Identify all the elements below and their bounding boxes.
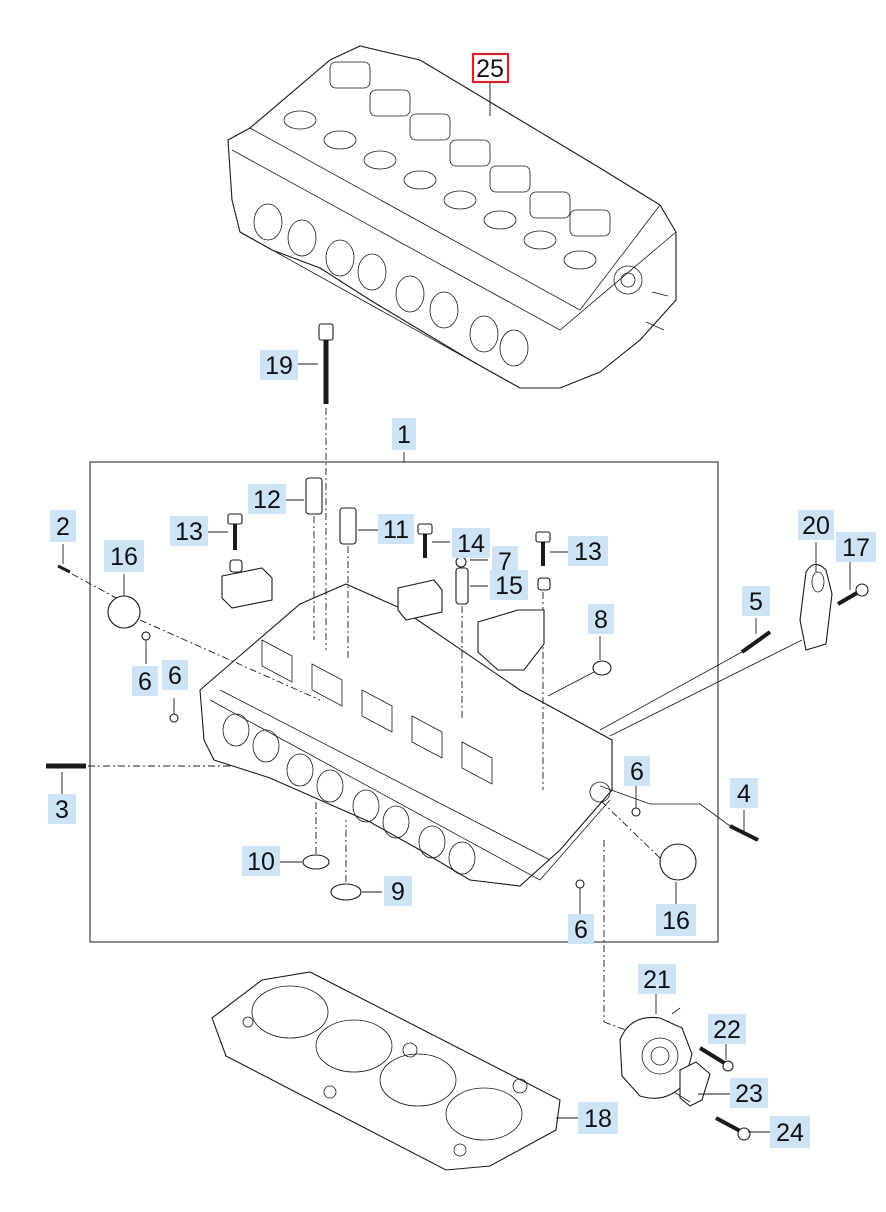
vacuum-pump-drawing <box>619 1007 751 1141</box>
svg-text:3: 3 <box>55 796 69 824</box>
leader-lines <box>61 82 851 1133</box>
svg-text:23: 23 <box>735 1080 763 1108</box>
callout-21[interactable]: 21 <box>638 964 676 994</box>
callout-2[interactable]: 2 <box>50 510 76 542</box>
svg-text:20: 20 <box>802 512 830 540</box>
callout-13-left[interactable]: 13 <box>170 516 208 546</box>
callout-15[interactable]: 15 <box>490 570 528 600</box>
callout-6-d[interactable]: 6 <box>568 914 594 944</box>
small-parts <box>46 323 869 1031</box>
svg-text:15: 15 <box>495 572 523 600</box>
callout-12[interactable]: 12 <box>248 484 286 514</box>
svg-text:4: 4 <box>737 780 751 808</box>
bare-cylinder-head-drawing <box>199 583 613 887</box>
svg-text:9: 9 <box>391 878 405 906</box>
callout-13-right[interactable]: 13 <box>568 536 608 566</box>
svg-text:6: 6 <box>574 916 588 944</box>
svg-text:22: 22 <box>713 1016 741 1044</box>
svg-text:16: 16 <box>110 543 138 571</box>
callout-20[interactable]: 20 <box>798 510 834 540</box>
svg-text:12: 12 <box>253 486 281 514</box>
callout-25[interactable]: 25 <box>471 52 510 84</box>
callout-4[interactable]: 4 <box>730 778 758 808</box>
svg-text:6: 6 <box>138 668 152 696</box>
callout-6-c[interactable]: 6 <box>624 756 650 786</box>
callout-18[interactable]: 18 <box>578 1102 618 1134</box>
callout-1[interactable]: 1 <box>392 418 416 450</box>
svg-text:8: 8 <box>594 606 608 634</box>
callout-19[interactable]: 19 <box>260 350 298 380</box>
callout-6-b[interactable]: 6 <box>162 660 188 690</box>
svg-text:6: 6 <box>630 758 644 786</box>
callout-5[interactable]: 5 <box>742 586 770 616</box>
svg-text:6: 6 <box>168 662 182 690</box>
callout-16-right[interactable]: 16 <box>656 904 696 936</box>
callout-6-a[interactable]: 6 <box>132 666 158 696</box>
svg-text:19: 19 <box>265 352 293 380</box>
svg-text:13: 13 <box>574 538 602 566</box>
svg-text:18: 18 <box>584 1105 612 1133</box>
callout-8[interactable]: 8 <box>588 604 614 634</box>
svg-text:2: 2 <box>56 513 70 541</box>
svg-text:25: 25 <box>476 55 504 83</box>
svg-text:16: 16 <box>662 907 690 935</box>
callout-9[interactable]: 9 <box>384 876 412 906</box>
svg-text:1: 1 <box>397 421 411 449</box>
callout-11[interactable]: 11 <box>378 514 414 544</box>
svg-text:5: 5 <box>749 588 763 616</box>
callout-labels: 25 19 1 12 13 11 14 7 <box>48 52 876 1148</box>
svg-text:11: 11 <box>383 516 409 544</box>
callout-17[interactable]: 17 <box>836 532 876 562</box>
callout-14[interactable]: 14 <box>452 528 490 558</box>
svg-text:13: 13 <box>175 518 203 546</box>
svg-text:24: 24 <box>776 1119 804 1147</box>
svg-text:7: 7 <box>498 548 512 576</box>
callout-16-left[interactable]: 16 <box>104 540 144 572</box>
callout-23[interactable]: 23 <box>730 1078 768 1108</box>
callout-22[interactable]: 22 <box>708 1014 746 1044</box>
cylinder-head-assembly-drawing <box>227 45 677 389</box>
callout-24[interactable]: 24 <box>770 1116 810 1148</box>
svg-text:14: 14 <box>457 530 485 558</box>
svg-text:17: 17 <box>842 534 870 562</box>
callout-3[interactable]: 3 <box>48 794 76 824</box>
head-gasket-drawing <box>211 971 561 1171</box>
callout-10[interactable]: 10 <box>242 846 280 876</box>
svg-text:10: 10 <box>247 848 275 876</box>
svg-text:21: 21 <box>643 966 671 994</box>
